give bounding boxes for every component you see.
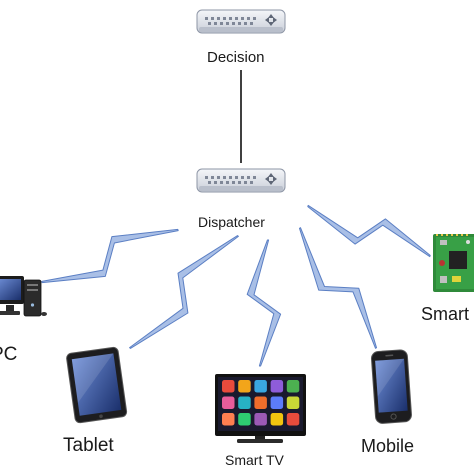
node-label-smart-device: Smart (421, 304, 470, 324)
tv-app-tile-icon (238, 396, 251, 409)
desktop-pc-icon (0, 276, 47, 317)
tv-app-tile-icon (238, 413, 251, 426)
tv-app-tile-icon (222, 380, 235, 393)
node-label-tablet: Tablet (63, 435, 114, 456)
node-label-decision: Decision (207, 49, 265, 66)
router-icon (196, 9, 286, 34)
node-label-smart-tv: Smart TV (225, 452, 284, 468)
smart-tv-icon (215, 374, 306, 443)
wireless-link-smart-tv (246, 239, 282, 367)
wireless-link-smart-device (307, 204, 431, 258)
node-label-dispatcher: Dispatcher (198, 214, 265, 230)
tv-app-tile-icon (286, 380, 300, 393)
circuit-board-icon (433, 234, 474, 292)
tv-app-tile-icon (270, 396, 284, 409)
tablet-icon (66, 346, 128, 424)
tv-app-tile-icon (254, 396, 267, 409)
tv-app-tile-icon (238, 380, 251, 393)
wireless-link-mobile (299, 227, 377, 349)
smartphone-icon (370, 349, 412, 424)
tv-app-tile-icon (254, 380, 267, 393)
tv-app-tile-icon (270, 380, 284, 393)
wireless-link-tablet (129, 235, 239, 349)
router-icon (196, 168, 286, 193)
tv-app-tile-icon (270, 413, 284, 426)
node-label-pc: PC (0, 344, 18, 365)
wireless-links (41, 204, 431, 367)
tv-app-tile-icon (222, 413, 235, 426)
tv-app-tile-icon (254, 413, 267, 426)
tv-app-tile-icon (286, 413, 300, 426)
tv-app-tile-icon (286, 396, 300, 409)
tv-app-tile-icon (222, 396, 235, 409)
node-label-mobile: Mobile (361, 436, 415, 456)
wireless-link-pc (41, 228, 179, 284)
